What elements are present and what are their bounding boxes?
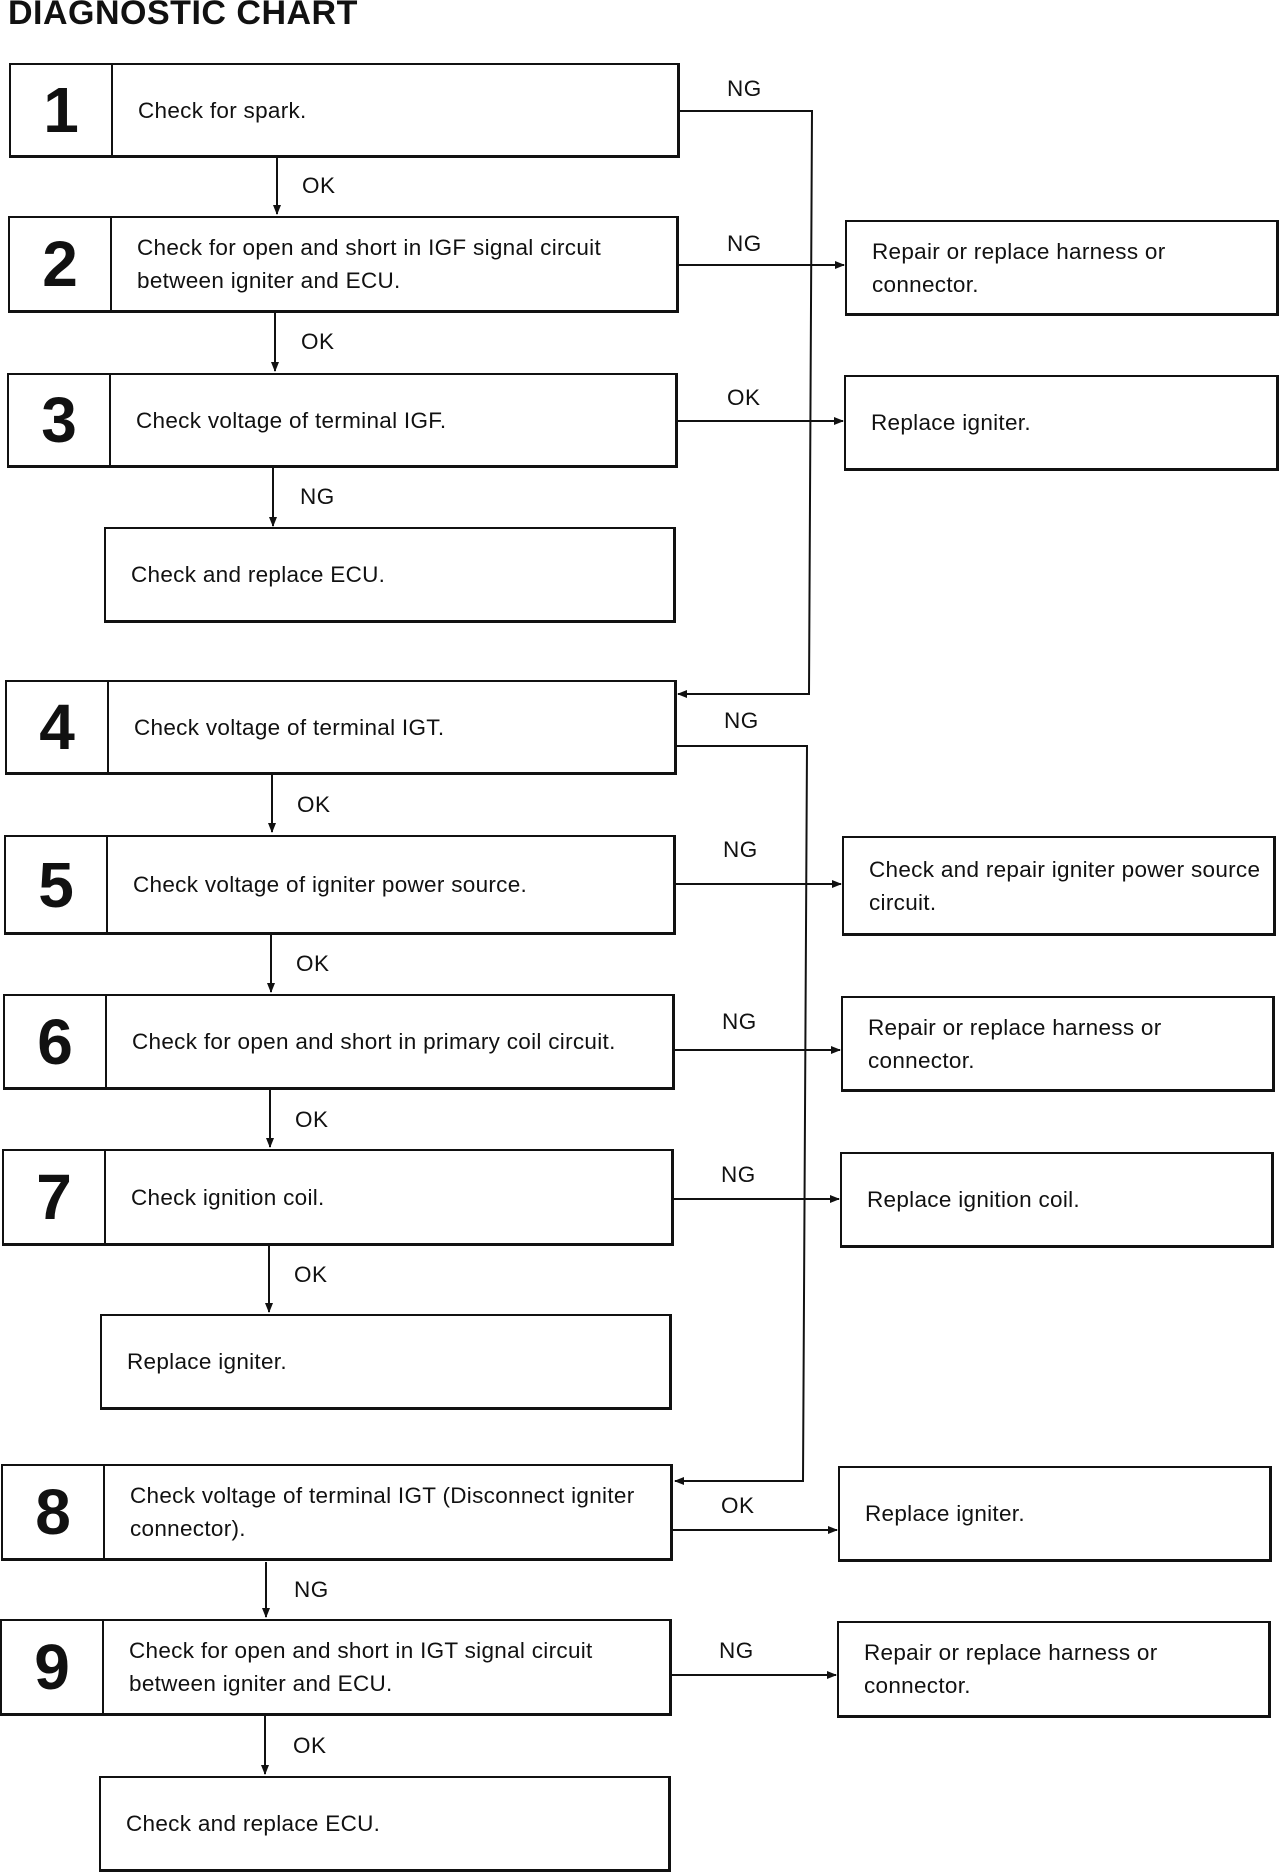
action-text: Replace igniter. [865,1501,1025,1526]
page-title: DIAGNOSTIC CHART [8,0,358,32]
label-1-right: NG [727,76,762,101]
outcome-igniter-box: Replace igniter. [100,1314,672,1410]
action-text: Repair or replace harness or connector. [868,1014,1162,1073]
label-6-down: OK [295,1107,329,1132]
step-text: Check for open and short in primary coil… [132,1029,616,1054]
step-4-box: 4 Check voltage of terminal IGT. [5,680,677,775]
action-text: Replace igniter. [871,410,1031,435]
label-7-down: OK [294,1262,328,1287]
action-2-box: Repair or replace harness or connector. [845,220,1279,316]
action-7-box: Replace ignition coil. [840,1152,1274,1248]
step-text: Check voltage of terminal IGF. [136,407,447,433]
step-number: 9 [2,1621,104,1713]
action-9-box: Repair or replace harness or connector. [837,1621,1271,1718]
outcome-ecu-2-box: Check and replace ECU. [99,1776,671,1872]
label-4-down: OK [297,792,331,817]
label-6-right: NG [722,1009,757,1034]
step-text: Check voltage of terminal IGT (Disconnec… [130,1483,635,1541]
step-2-box: 2 Check for open and short in IGF signal… [8,216,679,313]
action-5-box: Check and repair igniter power source ci… [842,836,1276,936]
step-number: 1 [11,65,113,155]
step-text: Check for open and short in IGT signal c… [129,1638,593,1696]
step-text: Check for spark. [138,97,307,123]
step-number: 4 [7,682,109,772]
label-2-right: NG [727,231,762,256]
step-number: 6 [5,996,107,1087]
step-number: 2 [10,218,112,310]
outcome-text: Replace igniter. [127,1349,287,1374]
step-1-box: 1 Check for spark. [9,63,680,158]
label-8-right: OK [721,1493,755,1518]
outcome-ecu-1-box: Check and replace ECU. [104,527,676,623]
step-text: Check ignition coil. [131,1184,325,1210]
branch-1-to-4 [677,110,814,698]
step-7-box: 7 Check ignition coil. [2,1149,674,1246]
action-text: Check and repair igniter power source ci… [869,856,1261,915]
step-text: Check voltage of igniter power source. [133,872,528,897]
label-7-right: NG [721,1162,756,1187]
step-8-box: 8 Check voltage of terminal IGT (Disconn… [1,1464,673,1561]
branch-4-to-8 [674,745,809,1485]
step-number: 7 [4,1151,106,1243]
step-number: 3 [9,375,111,465]
label-3-down: NG [300,484,335,509]
label-1-down: OK [302,173,336,198]
outcome-text: Check and replace ECU. [126,1811,381,1836]
step-text: Check voltage of terminal IGT. [134,714,445,740]
label-9-down: OK [293,1733,327,1758]
step-number: 8 [3,1466,105,1558]
action-text: Repair or replace harness or connector. [872,238,1166,297]
action-8-box: Replace igniter. [838,1466,1272,1562]
action-6-box: Repair or replace harness or connector. [841,996,1275,1092]
label-2-down: OK [301,329,335,354]
label-4-right: NG [724,708,759,733]
label-8-down: NG [294,1577,329,1602]
label-3-right: OK [727,385,761,410]
step-5-box: 5 Check voltage of igniter power source. [4,835,676,935]
outcome-text: Check and replace ECU. [131,562,386,587]
label-5-right: NG [723,837,758,862]
action-text: Replace ignition coil. [867,1187,1080,1212]
label-5-down: OK [296,951,330,976]
step-6-box: 6 Check for open and short in primary co… [3,994,675,1090]
action-text: Repair or replace harness or connector. [864,1640,1158,1698]
step-text: Check for open and short in IGF signal c… [137,235,602,293]
action-3-box: Replace igniter. [844,375,1279,471]
step-9-box: 9 Check for open and short in IGT signal… [0,1619,672,1716]
step-3-box: 3 Check voltage of terminal IGF. [7,373,678,468]
step-number: 5 [6,837,108,932]
label-9-right: NG [719,1638,754,1663]
